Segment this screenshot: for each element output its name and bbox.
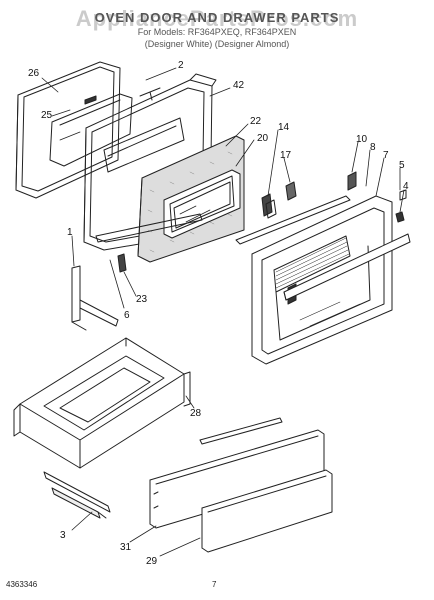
leader-lines (41, 67, 405, 557)
part-25-inner-glass (49, 93, 133, 167)
document-number: 4363346 (6, 580, 38, 589)
part-7-door-handle (283, 233, 411, 301)
callout-29: 29 (146, 556, 158, 567)
part-29-kick-panel (201, 469, 333, 553)
callout-10: 10 (356, 134, 368, 145)
callout-17: 17 (280, 150, 292, 161)
part-6-door-strip (95, 213, 203, 243)
callout-14: 14 (278, 122, 290, 133)
part-4-5-handle-end-caps (395, 189, 407, 223)
callout-3: 3 (60, 530, 66, 541)
callout-26: 26 (28, 68, 40, 79)
part-23-bracket (117, 253, 127, 273)
callout-23: 23 (136, 294, 148, 305)
callout-20: 20 (257, 133, 269, 144)
part-28-drawer-body (13, 337, 191, 469)
callout-5: 5 (399, 160, 405, 171)
color-line: (Designer White) (Designer Almond) (144, 39, 290, 49)
callout-25: 25 (41, 110, 53, 121)
model-line: For Models: RF364PXEQ, RF364PXEN (137, 27, 297, 37)
callout-28: 28 (190, 408, 202, 419)
callout-1: 1 (67, 227, 73, 238)
callout-7: 7 (383, 150, 389, 161)
callout-6: 6 (124, 310, 130, 321)
callout-31: 31 (120, 542, 132, 553)
page-number: 7 (212, 580, 217, 589)
part-10-trim (235, 171, 357, 245)
callout-2: 2 (178, 60, 184, 71)
callout-4: 4 (403, 181, 409, 192)
part-17-hinge-clip (285, 181, 297, 201)
part-26-outer-glass (15, 61, 121, 199)
callout-42: 42 (233, 80, 245, 91)
part-3-drawer-rail (43, 471, 111, 519)
diagram-title: OVEN DOOR AND DRAWER PARTS (94, 10, 340, 25)
callout-22: 22 (250, 116, 262, 127)
part-1-hinge (71, 265, 119, 331)
part-20-window-pack (163, 169, 241, 239)
callout-8: 8 (370, 142, 376, 153)
part-14-hinge-receptacle (261, 193, 277, 219)
